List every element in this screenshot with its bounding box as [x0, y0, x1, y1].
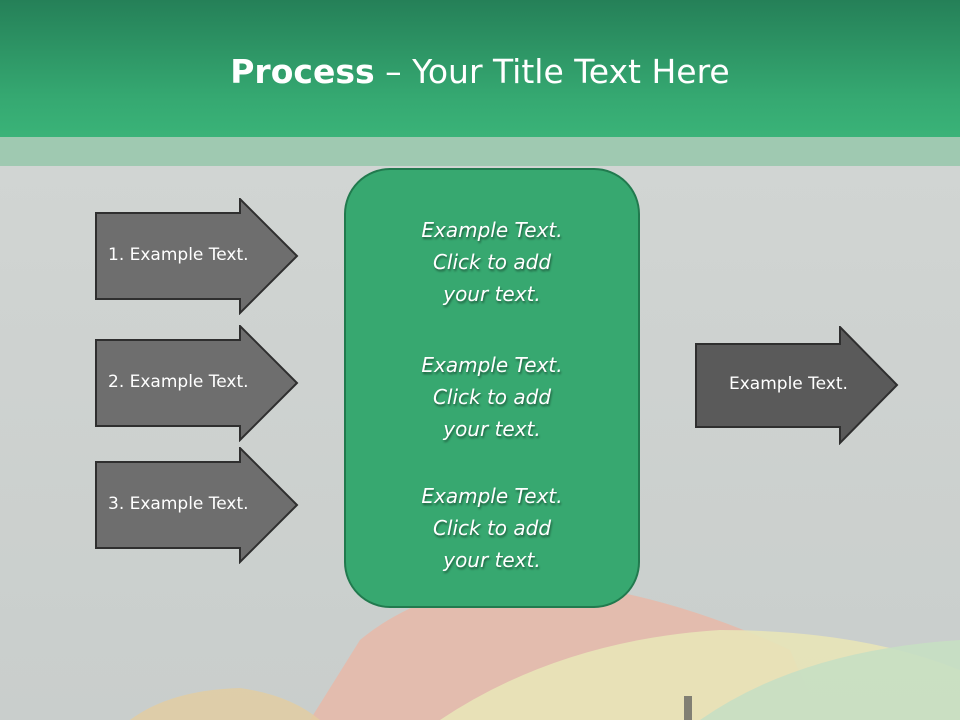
para-line: Click to add — [432, 250, 552, 274]
left-arrow-label: 2. Example Text. — [108, 372, 249, 392]
left-arrow-2[interactable]: 2. Example Text. — [95, 325, 299, 442]
para-line: Example Text. — [421, 484, 563, 508]
right-arrow-label: Example Text. — [729, 374, 848, 394]
center-text-box[interactable]: Example Text. Click to add your text. Ex… — [344, 168, 640, 608]
right-arrow[interactable]: Example Text. — [695, 326, 899, 445]
left-arrow-1[interactable]: 1. Example Text. — [95, 198, 299, 315]
para-line: Example Text. — [421, 218, 563, 242]
center-paragraph-3: Example Text. Click to add your text. — [346, 480, 638, 576]
left-arrow-3[interactable]: 3. Example Text. — [95, 447, 299, 564]
para-line: your text. — [443, 282, 541, 306]
header-band — [0, 137, 960, 166]
slide-title: Process – Your Title Text Here — [0, 52, 960, 91]
para-line: Click to add — [432, 385, 552, 409]
left-arrow-label: 1. Example Text. — [108, 245, 249, 265]
center-paragraph-1: Example Text. Click to add your text. — [346, 214, 638, 310]
title-rest: – Your Title Text Here — [374, 52, 730, 91]
para-line: Click to add — [432, 516, 552, 540]
center-paragraph-2: Example Text. Click to add your text. — [346, 349, 638, 445]
left-arrow-label: 3. Example Text. — [108, 494, 249, 514]
para-line: your text. — [443, 417, 541, 441]
para-line: your text. — [443, 548, 541, 572]
title-bar — [0, 0, 960, 137]
title-bold: Process — [230, 52, 375, 91]
para-line: Example Text. — [421, 353, 563, 377]
